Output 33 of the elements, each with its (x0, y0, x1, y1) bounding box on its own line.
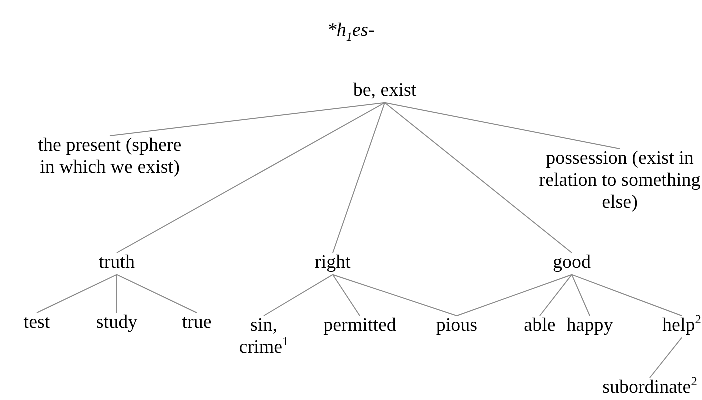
term-label: possession (exist in relation to something else) (532, 148, 702, 214)
connector-line (36, 274, 118, 314)
connector-line (572, 274, 590, 316)
connector-line (332, 102, 386, 254)
term-label: pious (436, 315, 478, 337)
term-label: test (24, 312, 50, 334)
term-label: happy (566, 315, 614, 337)
term-label: right (315, 252, 351, 274)
term-label: good (553, 252, 591, 274)
connector-line (110, 102, 386, 136)
title: *h$_{1}$es- (327, 20, 375, 42)
connector-line (650, 337, 682, 378)
connector-line (384, 102, 572, 254)
connector-line (116, 102, 386, 254)
term-label: permitted (324, 315, 396, 337)
term-label: the present (sphere in which we exist) (35, 135, 185, 179)
term-label: study (96, 312, 138, 334)
connector-line (540, 274, 572, 316)
term-label: able (524, 315, 556, 337)
term-label: truth (99, 252, 135, 274)
connector-line (384, 102, 620, 150)
term-label: be, exist (353, 80, 417, 102)
connector-line (116, 274, 118, 314)
connector-line (332, 274, 360, 316)
term-label: sin, crime$^{1}$ (239, 315, 289, 359)
connector-line (572, 274, 682, 316)
term-label: subordinate$^{2}$ (602, 377, 698, 399)
term-label: true (182, 312, 212, 334)
connector-line (456, 274, 572, 316)
connector-line (116, 274, 198, 314)
connector-line (264, 274, 334, 316)
term-label: help$^{2}$ (662, 315, 702, 337)
connector-line (332, 274, 458, 316)
